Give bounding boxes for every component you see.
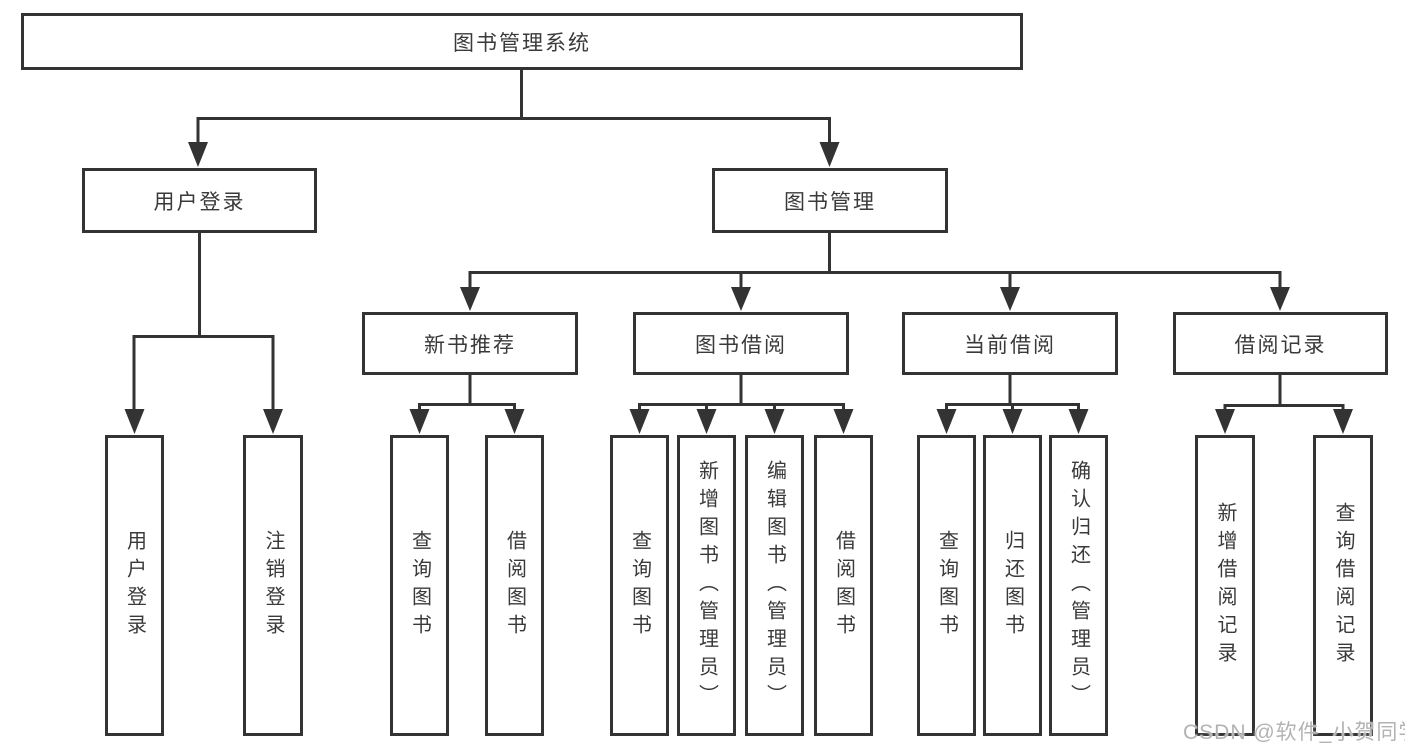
arrowhead-icon xyxy=(409,409,525,434)
connector-line xyxy=(132,232,275,413)
node-label: 查询图书 xyxy=(628,529,651,642)
leaf-logout: 注销登录 xyxy=(243,435,303,736)
node-label: 图书借阅 xyxy=(695,333,787,357)
connector-line xyxy=(418,375,516,414)
connector-new-book-rec-to-leaves xyxy=(409,375,525,434)
node-label: 图书管理 xyxy=(784,190,876,214)
node-label: 当前借阅 xyxy=(964,333,1056,357)
node-label: 编辑图书（管理员） xyxy=(763,459,786,712)
node-book-management: 图书管理 xyxy=(712,168,948,233)
node-label: 注销登录 xyxy=(262,529,284,642)
node-label: 用户登录 xyxy=(123,529,146,642)
connector-line xyxy=(945,375,1080,414)
leaf-borrow-books: 借阅图书 xyxy=(814,435,873,736)
connector-book-borrow-to-leaves xyxy=(629,375,854,434)
node-label: 新增图书（管理员） xyxy=(695,459,718,712)
connector-line xyxy=(1223,375,1345,414)
arrowhead-icon xyxy=(936,409,1089,434)
connector-root-to-level1 xyxy=(188,69,840,167)
node-label: 新书推荐 xyxy=(424,333,516,357)
leaf-add-borrow-record: 新增借阅记录 xyxy=(1195,435,1255,736)
leaf-query-borrow-record: 查询借阅记录 xyxy=(1313,435,1373,736)
leaf-edit-books-admin: 编辑图书（管理员） xyxy=(745,435,804,736)
arrowhead-icon xyxy=(188,142,840,167)
connector-line xyxy=(638,375,845,414)
connector-current-borrow-to-leaves xyxy=(936,375,1089,434)
leaf-user-login: 用户登录 xyxy=(105,435,164,736)
arrowhead-icon xyxy=(629,409,854,434)
node-book-borrowing: 图书借阅 xyxy=(633,312,849,375)
connector-user-login-to-leaves xyxy=(124,232,283,434)
node-label: 图书管理系统 xyxy=(453,31,591,55)
node-new-book-recommend: 新书推荐 xyxy=(362,312,578,375)
arrowhead-icon xyxy=(460,287,1290,311)
node-label: 查询借阅记录 xyxy=(1332,501,1354,670)
node-label: 查询图书 xyxy=(935,529,958,642)
node-current-borrowing: 当前借阅 xyxy=(902,312,1118,375)
arrowhead-icon xyxy=(124,409,283,434)
leaf-query-books: 查询图书 xyxy=(917,435,976,736)
leaf-add-books-admin: 新增图书（管理员） xyxy=(677,435,736,736)
leaf-query-books: 查询图书 xyxy=(390,435,449,736)
node-label: 归还图书 xyxy=(1001,529,1024,642)
leaf-return-books: 归还图书 xyxy=(983,435,1042,736)
node-root-system: 图书管理系统 xyxy=(21,13,1023,70)
connector-book-mgmt-to-level3 xyxy=(460,232,1290,311)
leaf-query-books: 查询图书 xyxy=(610,435,669,736)
connector-line xyxy=(468,232,1282,291)
arrowhead-icon xyxy=(1215,409,1353,434)
node-label: 用户登录 xyxy=(153,190,246,214)
leaf-borrow-books: 借阅图书 xyxy=(485,435,544,736)
node-borrowing-records: 借阅记录 xyxy=(1173,312,1388,375)
node-label: 借阅图书 xyxy=(832,529,855,642)
node-user-login: 用户登录 xyxy=(82,168,317,233)
node-label: 新增借阅记录 xyxy=(1214,501,1236,670)
node-label: 确认归还（管理员） xyxy=(1067,459,1090,712)
connector-borrow-records-to-leaves xyxy=(1215,375,1353,434)
node-label: 借阅图书 xyxy=(503,529,526,642)
node-label: 借阅记录 xyxy=(1234,333,1327,357)
csdn-watermark: CSDN @软件_小贺同学 xyxy=(1183,721,1405,744)
connector-line xyxy=(196,69,831,146)
node-label: 查询图书 xyxy=(408,529,431,642)
leaf-confirm-return-admin: 确认归还（管理员） xyxy=(1049,435,1108,736)
